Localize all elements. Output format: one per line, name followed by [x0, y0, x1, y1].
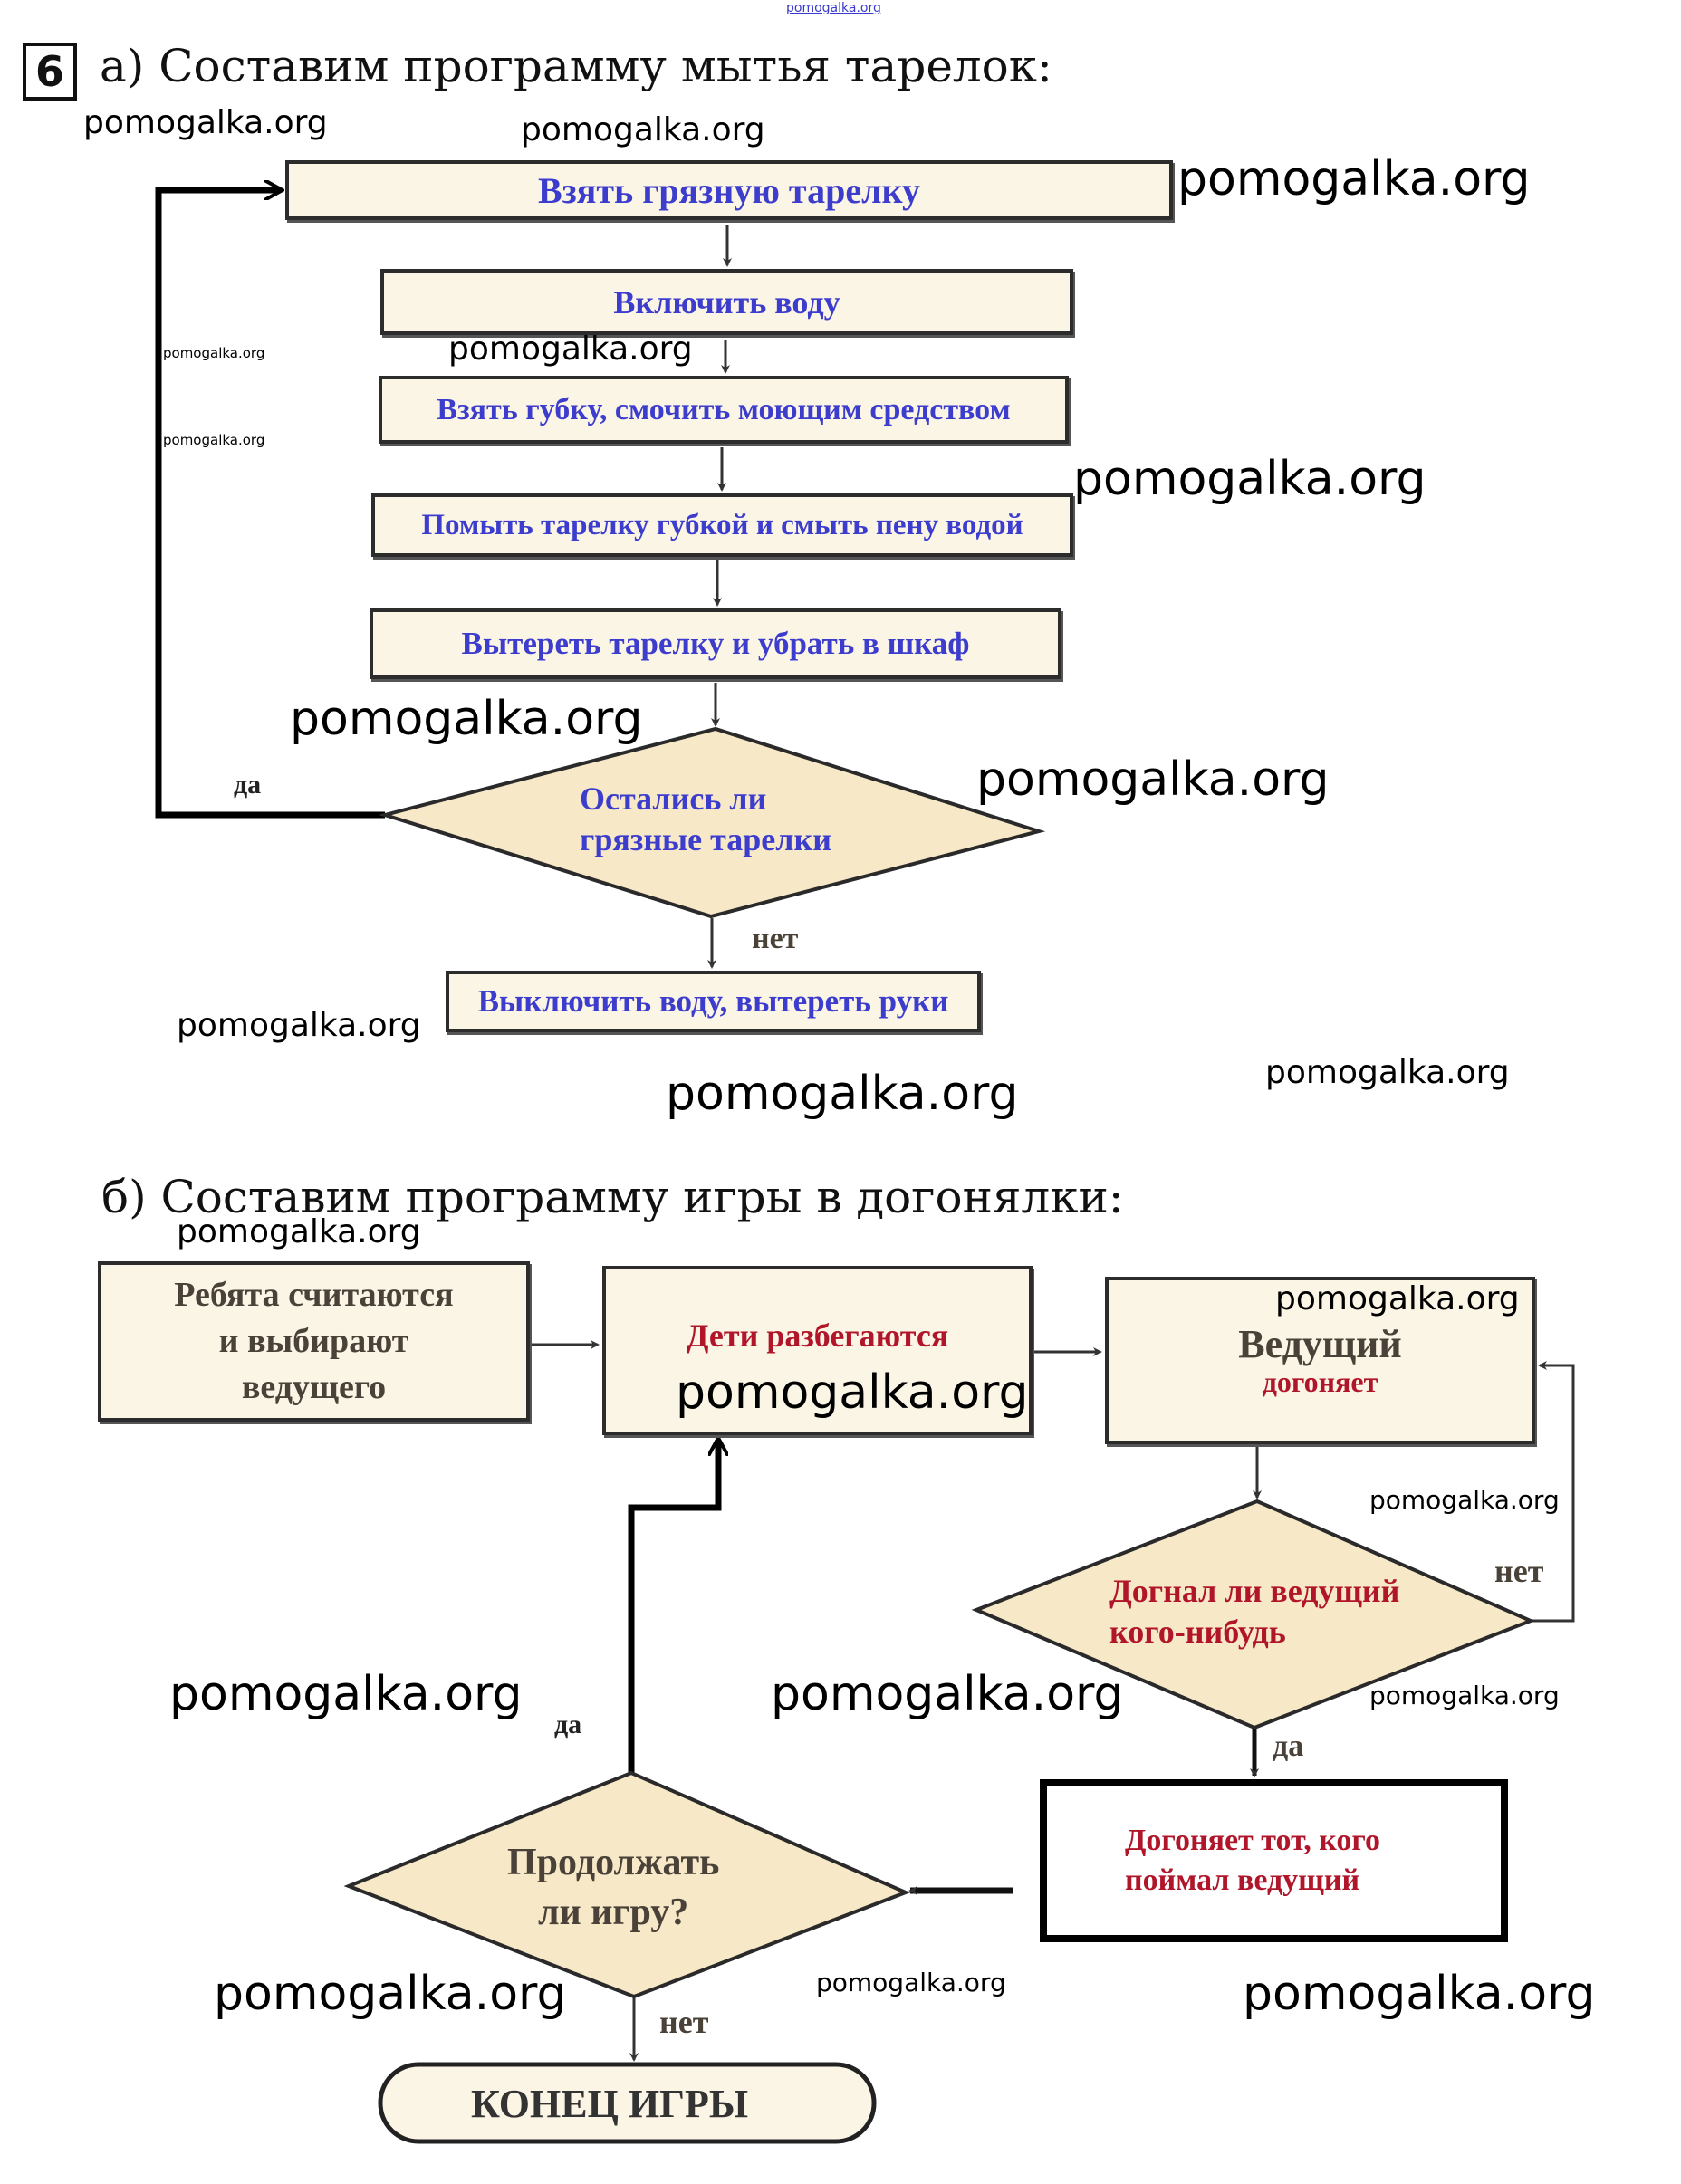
- yes-label-a: да: [234, 770, 262, 800]
- decision-a-line2: грязные тарелки: [580, 821, 831, 857]
- decision-continue-line2: ли игру?: [537, 1891, 689, 1933]
- decision-continue-line1: Продолжать: [507, 1842, 720, 1883]
- decision-diamond-continue: [343, 1770, 911, 1999]
- watermark: pomogalka.org: [177, 1213, 421, 1250]
- decision-diamond-caught: [971, 1499, 1536, 1730]
- watermark: pomogalka.org: [83, 104, 328, 141]
- watermark: pomogalka.org: [1369, 1681, 1560, 1710]
- watermark: pomogalka.org: [771, 1667, 1124, 1721]
- watermark: pomogalka.org: [521, 111, 765, 148]
- step-take-dirty-plate: Взять грязную тарелку: [285, 160, 1173, 220]
- step-line: Ведущий: [1238, 1321, 1402, 1366]
- step-line: Ребята считаются: [174, 1275, 454, 1314]
- decision-a-text: Остались ли грязные тарелки: [580, 779, 831, 860]
- decision-caught-line1: Догнал ли ведущий: [1109, 1573, 1400, 1609]
- step-label: Взять грязную тарелку: [538, 169, 920, 211]
- step-label: Выключить воду, вытереть руки: [477, 983, 949, 1019]
- step-line: ведущего: [241, 1368, 387, 1407]
- watermark-top[interactable]: pomogalka.org: [786, 1, 881, 15]
- decision-caught-text: Догнал ли ведущий кого-нибудь: [1109, 1571, 1399, 1652]
- step-take-sponge: Взять губку, смочить моющим средством: [379, 376, 1069, 444]
- step-children-run: Дети разбегаются: [602, 1266, 1033, 1435]
- step-line: догоняет: [1262, 1365, 1378, 1399]
- watermark: pomogalka.org: [163, 345, 265, 361]
- decision-a-line1: Остались ли: [580, 781, 767, 817]
- step-label: Включить воду: [613, 283, 840, 321]
- no-label-continue: нет: [659, 2004, 709, 2040]
- decision-diamond-a: [378, 726, 1046, 919]
- loop-yes-connector: [155, 190, 385, 819]
- step-turn-off-water: Выключить воду, вытереть руки: [446, 971, 981, 1032]
- watermark: pomogalka.org: [1275, 1280, 1520, 1317]
- end-terminal-shape: [378, 2062, 877, 2144]
- watermark: pomogalka.org: [666, 1067, 1019, 1121]
- watermark: pomogalka.org: [1073, 452, 1426, 506]
- step-dry-plate: Вытереть тарелку и убрать в шкаф: [370, 608, 1061, 679]
- no-label-caught: нет: [1494, 1553, 1544, 1589]
- watermark: pomogalka.org: [290, 692, 643, 746]
- watermark: pomogalka.org: [177, 1007, 421, 1044]
- step-line: и выбирают: [218, 1321, 409, 1360]
- step-count-and-choose: Ребята считаются и выбирают ведущего: [98, 1261, 530, 1422]
- yes-label-continue: да: [554, 1710, 582, 1739]
- decision-caught-line2: кого-нибудь: [1109, 1614, 1286, 1650]
- step-turn-on-water: Включить воду: [380, 269, 1073, 335]
- watermark: pomogalka.org: [169, 1667, 523, 1721]
- step-label: Помыть тарелку губкой и смыть пену водой: [421, 508, 1023, 541]
- no-label-a: нет: [752, 922, 799, 955]
- step-leader-chases: Ведущий догоняет: [1105, 1277, 1535, 1444]
- step-line: Догоняет тот, кого: [1125, 1823, 1380, 1857]
- watermark: pomogalka.org: [976, 752, 1330, 807]
- step-label: Вытереть тарелку и убрать в шкаф: [461, 626, 970, 661]
- step-line: поймал ведущий: [1125, 1863, 1360, 1897]
- watermark: pomogalka.org: [214, 1967, 567, 2021]
- loop-continue-yes-connector: [628, 1440, 718, 1773]
- step-label: Взять губку, смочить моющим средством: [437, 392, 1011, 426]
- watermark: pomogalka.org: [1243, 1967, 1596, 2021]
- end-terminal-label: КОНЕЦ ИГРЫ: [471, 2082, 749, 2126]
- step-wash-plate: Помыть тарелку губкой и смыть пену водой: [371, 493, 1073, 557]
- loop-no-connector: [1531, 1361, 1575, 1623]
- watermark: pomogalka.org: [816, 1968, 1006, 1997]
- part-a-title: а) Составим программу мытья тарелок:: [100, 40, 1052, 92]
- step-new-chaser: Догоняет тот, кого поймал ведущий: [1040, 1779, 1508, 1942]
- watermark: pomogalka.org: [1265, 1054, 1510, 1091]
- watermark: pomogalka.org: [448, 330, 693, 368]
- step-label: Дети разбегаются: [686, 1317, 949, 1354]
- decision-continue-text: Продолжать ли игру?: [507, 1838, 719, 1937]
- watermark: pomogalka.org: [676, 1365, 1029, 1420]
- watermark: pomogalka.org: [1369, 1485, 1560, 1515]
- watermark: pomogalka.org: [163, 432, 265, 448]
- part-b-title: б) Составим программу игры в догонялки:: [101, 1171, 1124, 1223]
- watermark: pomogalka.org: [1177, 152, 1531, 206]
- task-number-badge: 6: [23, 43, 77, 101]
- yes-label-caught: да: [1273, 1729, 1304, 1763]
